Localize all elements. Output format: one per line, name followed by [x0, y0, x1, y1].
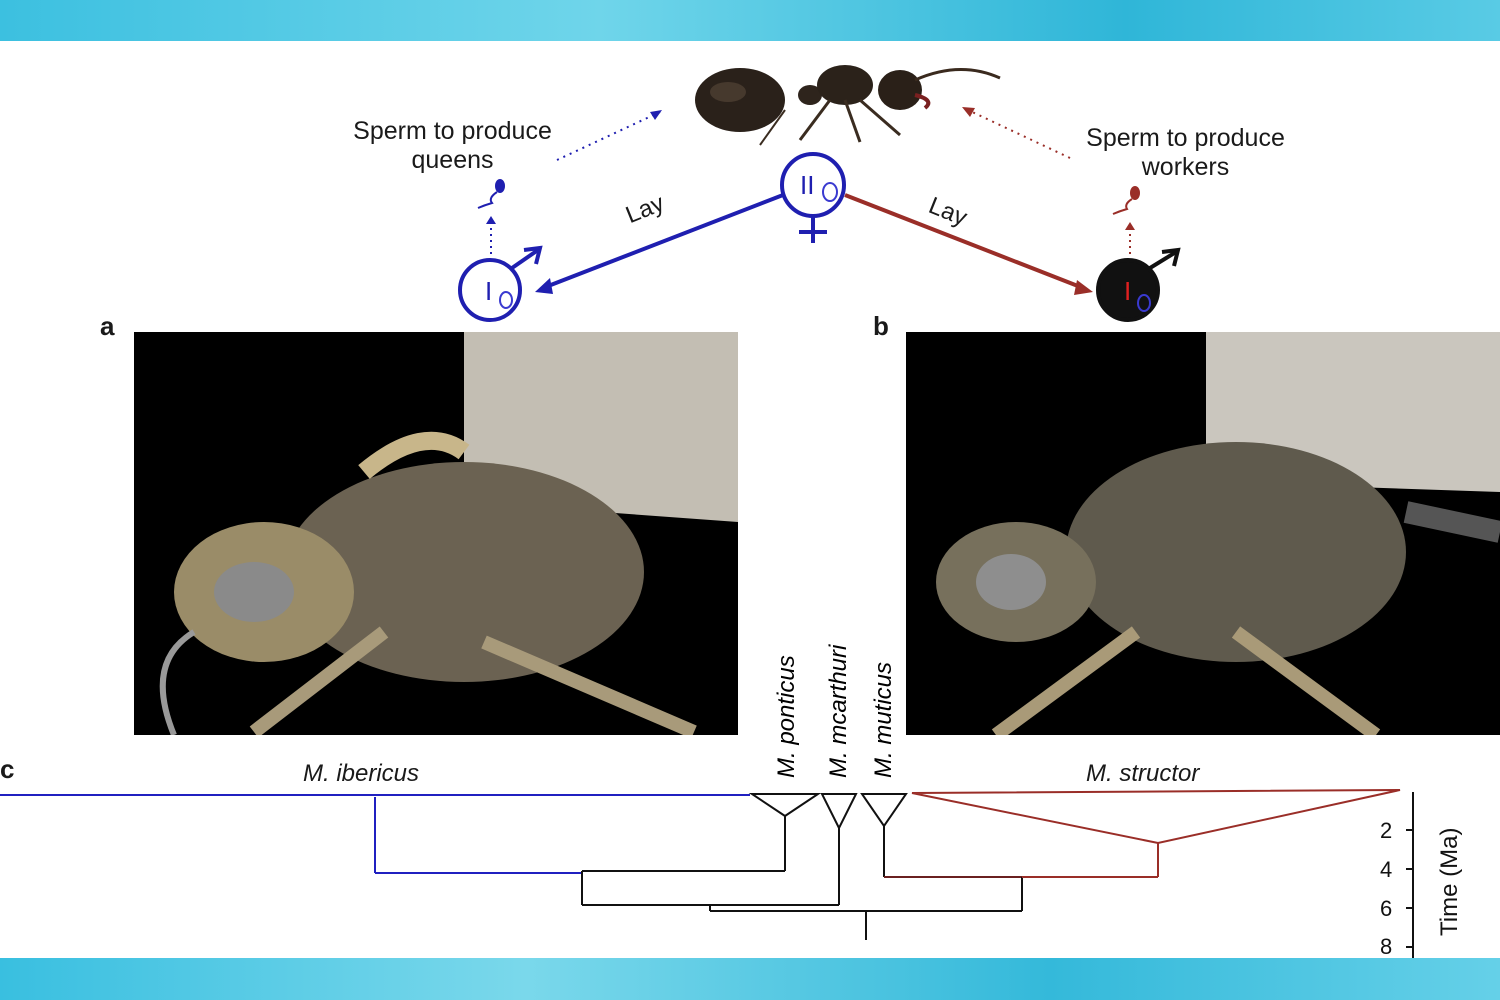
axis-tick-2: 2 [1380, 818, 1393, 843]
axis-tick-6: 6 [1380, 896, 1393, 921]
panel-label-b: b [873, 311, 889, 341]
decorative-bottom-band [0, 958, 1500, 1000]
time-axis [1406, 792, 1414, 958]
caption-sperm-queens: Sperm to produce queens [353, 117, 552, 174]
sperm-icon-left [477, 179, 505, 254]
phylogeny-tree [0, 789, 1401, 940]
male-photo-b [906, 332, 1500, 735]
queen-female-icon [780, 152, 846, 243]
axis-tick-8: 8 [1380, 934, 1393, 959]
lay-arrow-red [844, 193, 1084, 290]
sperm-icon-right [1112, 186, 1140, 256]
caption-sperm-workers: Sperm to produce workers [1086, 124, 1285, 181]
panel-label-c: c [0, 754, 15, 784]
dotted-arrow-right [967, 109, 1071, 159]
male-right-symbol-text: I [1124, 276, 1132, 306]
panel-label-a: a [100, 311, 115, 341]
dotted-arrow-left [556, 111, 661, 161]
species-ponticus: M. ponticus [773, 655, 800, 778]
decorative-top-band [0, 0, 1500, 41]
species-structor: M. structor [1086, 760, 1200, 787]
lay-arrow-blue [542, 193, 784, 290]
worker-ant-image [695, 65, 1001, 146]
male-icon-right [1096, 247, 1181, 322]
male-photo-a [134, 332, 738, 735]
male-icon-left [458, 245, 543, 322]
species-muticus: M. muticus [870, 661, 897, 778]
queen-symbol-text: II [800, 170, 815, 200]
axis-title-time: Time (Ma) [1436, 827, 1463, 936]
male-left-symbol-text: I [485, 276, 493, 306]
species-mcarthuri: M. mcarthuri [825, 644, 852, 778]
species-ibericus: M. ibericus [303, 760, 420, 787]
axis-tick-4: 4 [1380, 857, 1393, 882]
